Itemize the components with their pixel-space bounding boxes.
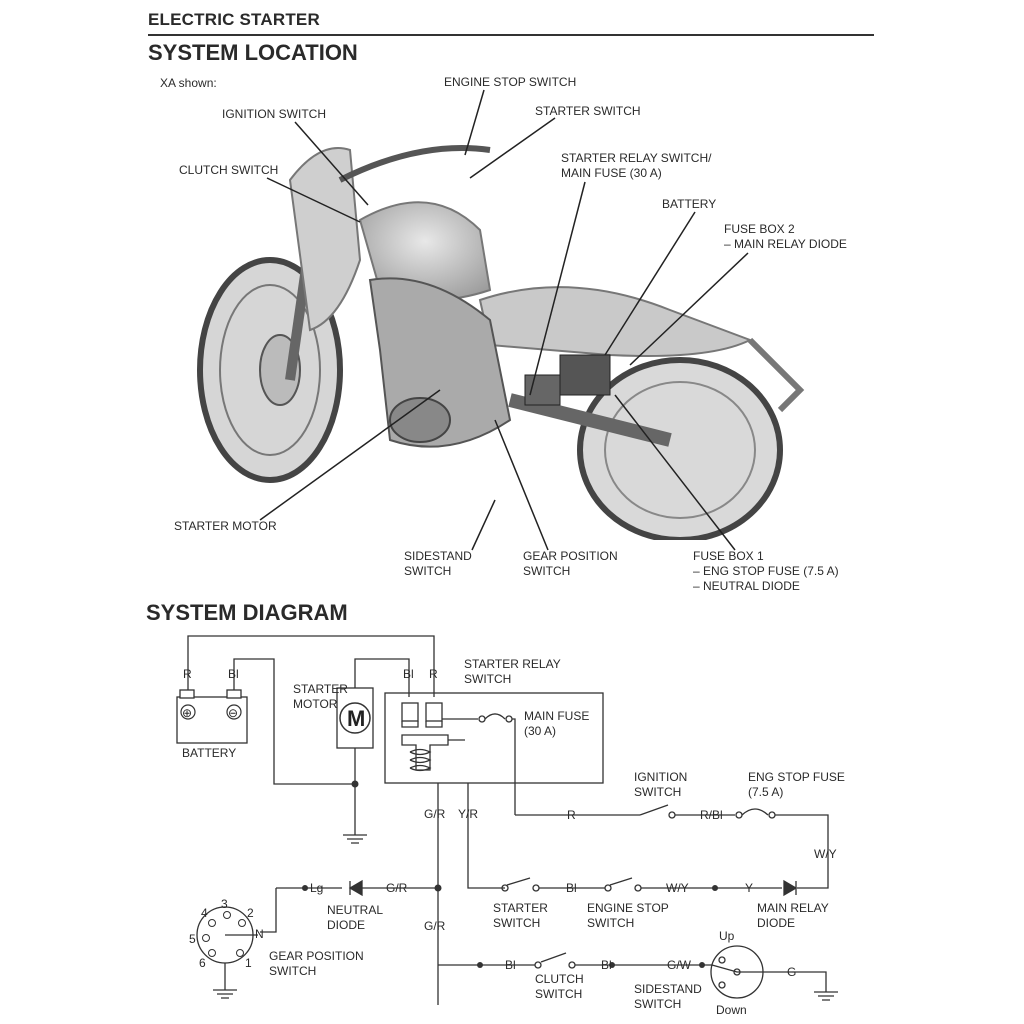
label-battery: BATTERY [182,746,237,760]
callout-engine-stop-switch: ENGINE STOP SWITCH [444,75,577,89]
motor-symbol-letter: M [347,706,365,731]
label-sidestand-down: Down [716,1003,747,1017]
battery-block [559,354,611,396]
wire-labels: R Bl Bl R G/R Y/R R R/Bl W/Y Lg G/R G/R … [183,667,837,979]
svg-text:R/Bl: R/Bl [700,808,723,822]
gear-position-numbers: 3 4 2 5 6 1 N [189,897,264,970]
wire-motor-black [354,658,410,697]
label-starter-switch: STARTER SWITCH [493,901,548,930]
label-main-fuse: MAIN FUSE (30 A) [524,709,590,738]
label-eng-stop-fuse: ENG STOP FUSE (7.5 A) [748,770,845,799]
label-sidestand-switch: SIDESTAND SWITCH [634,982,702,1011]
seat [478,286,753,357]
svg-text:R: R [429,667,438,681]
svg-text:Bl: Bl [601,958,612,972]
battery-symbol [176,696,248,744]
svg-text:W/Y: W/Y [666,881,689,895]
label-sidestand-up: Up [719,929,735,943]
battery-positive-symbol: ⊕ [182,706,192,720]
svg-text:G/R: G/R [424,919,446,933]
svg-text:Bl: Bl [566,881,577,895]
svg-text:Bl: Bl [228,667,239,681]
callout-starter-relay: STARTER RELAY SWITCH/ MAIN FUSE (30 A) [561,151,712,180]
svg-text:Y: Y [745,881,753,895]
location-title: SYSTEM LOCATION [148,40,358,65]
callout-fuse-box-2: FUSE BOX 2 – MAIN RELAY DIODE [724,222,847,251]
fairing [288,147,362,332]
svg-text:W/Y: W/Y [814,847,837,861]
gear-position-1: 1 [245,956,252,970]
callout-battery: BATTERY [662,197,717,211]
section-header: ELECTRIC STARTER [148,10,320,29]
starter-relay-box [384,692,604,784]
model-note: XA shown: [160,76,217,90]
gear-position-4: 4 [201,906,208,920]
gear-position-6: 6 [199,956,206,970]
svg-text:R: R [567,808,576,822]
svg-text:G/R: G/R [424,807,446,821]
label-engine-stop-switch: ENGINE STOP SWITCH [587,901,669,930]
svg-text:G: G [787,965,796,979]
label-clutch-switch: CLUTCH SWITCH [535,972,584,1001]
motorcycle-illustration [197,145,805,540]
callout-starter-switch: STARTER SWITCH [535,104,641,118]
label-ignition-switch: IGNITION SWITCH [634,770,688,799]
wire-battery-black [233,658,355,785]
svg-text:G/R: G/R [386,881,408,895]
svg-text:Y/R: Y/R [458,807,478,821]
callout-starter-motor: STARTER MOTOR [174,519,277,533]
callout-leader-lines [259,89,749,551]
diagram-title: SYSTEM DIAGRAM [146,600,348,625]
gear-position-2: 2 [247,906,254,920]
callout-fuse-box-1: FUSE BOX 1 – ENG STOP FUSE (7.5 A) – NEU… [693,549,839,593]
ground-symbols [213,834,838,1001]
wire-battery-red [187,635,435,697]
svg-text:G/W: G/W [667,958,692,972]
gear-position-n: N [255,927,264,941]
callout-clutch-switch: CLUTCH SWITCH [179,163,279,177]
svg-text:Bl: Bl [403,667,414,681]
callout-ignition-switch: IGNITION SWITCH [222,107,326,121]
label-starter-relay-switch: STARTER RELAY SWITCH [464,657,561,686]
callout-sidestand-switch: SIDESTAND SWITCH [404,549,472,578]
svg-text:Bl: Bl [505,958,516,972]
label-starter-motor: STARTER MOTOR [293,682,348,711]
junction-dots [302,780,718,968]
callout-gear-position-switch: GEAR POSITION SWITCH [523,549,618,578]
label-gear-position-switch: GEAR POSITION SWITCH [269,949,364,978]
label-neutral-diode: NEUTRAL DIODE [327,903,384,932]
label-main-relay-diode: MAIN RELAY DIODE [757,901,829,930]
gear-position-3: 3 [221,897,228,911]
svg-text:Lg: Lg [310,881,323,895]
svg-text:R: R [183,667,192,681]
rear-wheel [577,357,783,540]
battery-negative-symbol: ⊖ [228,706,238,720]
gear-position-5: 5 [189,932,196,946]
header-rule [148,34,874,36]
